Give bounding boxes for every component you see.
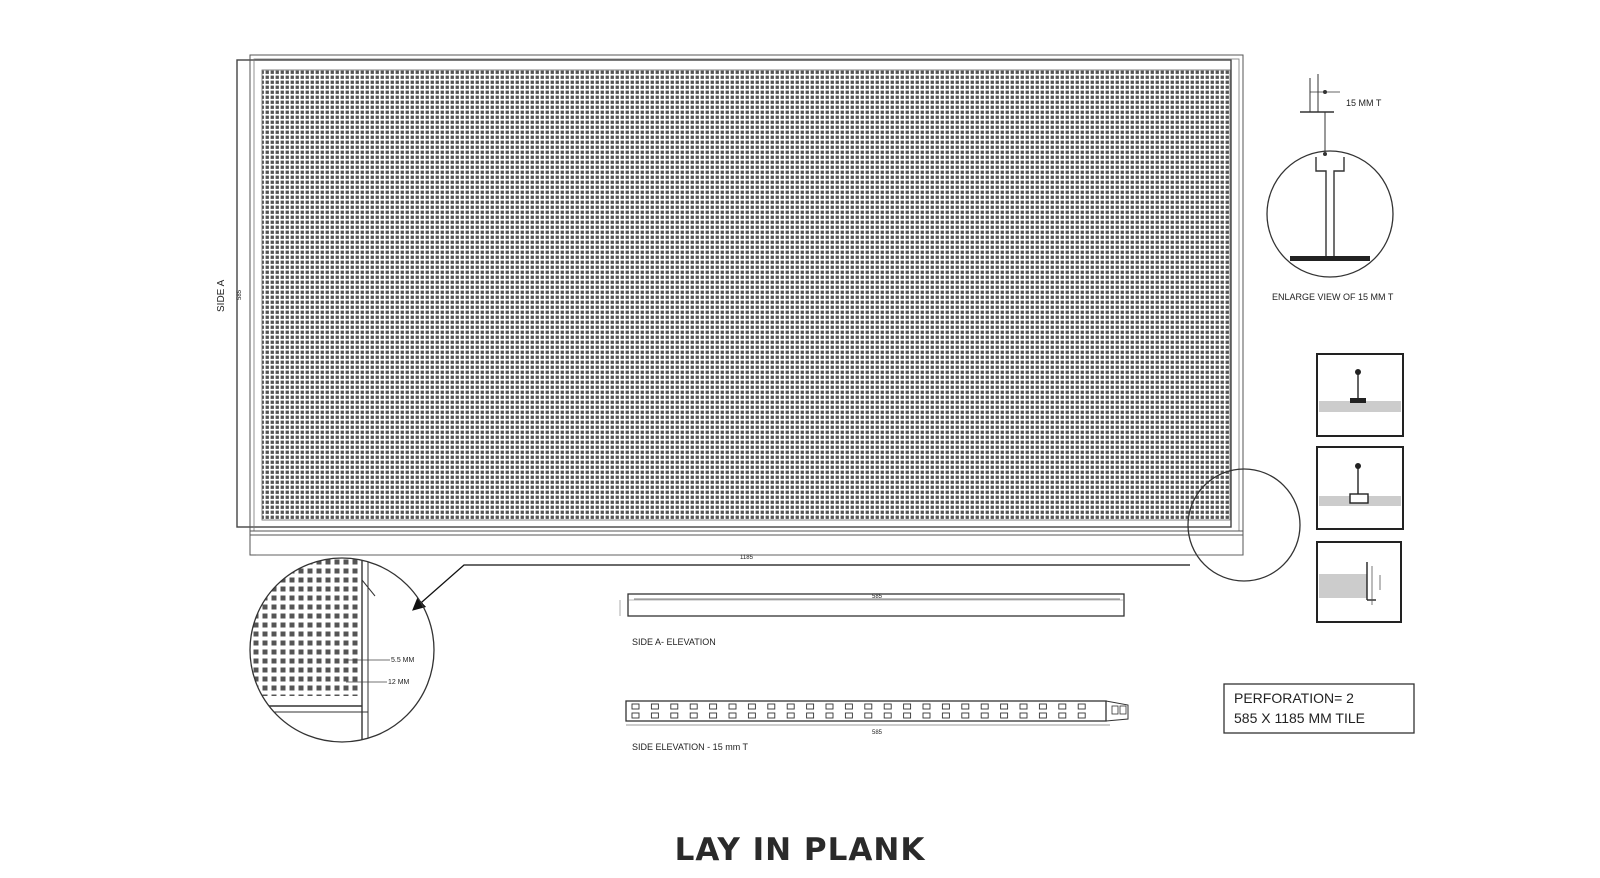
elevation-slot: [689, 703, 698, 710]
elevation-a-label: SIDE A- ELEVATION: [632, 637, 716, 647]
elevation-slot: [1058, 703, 1067, 710]
page-caption: LAY IN PLANK: [674, 832, 926, 868]
edge-detail-1: [1316, 353, 1404, 437]
elevation-slot: [767, 712, 776, 719]
edge-detail-3: [1316, 541, 1402, 623]
side-a-label: SIDE A: [216, 279, 227, 312]
corner-callout-circle: [1187, 468, 1301, 582]
elevation-slot: [1000, 712, 1009, 719]
side-elevation-15mm: [625, 700, 1129, 726]
enlarge-spec-label: 15 MM T: [1346, 98, 1382, 108]
elevation-slot: [844, 712, 853, 719]
elevation-slot: [786, 712, 795, 719]
elevation-slot: [922, 703, 931, 710]
elevation-slot: [767, 703, 776, 710]
elevation-slot: [922, 712, 931, 719]
elevation-slot: [709, 712, 718, 719]
elevation-slot: [786, 703, 795, 710]
corner-detail: [249, 557, 435, 743]
side-a-dimension: 585: [237, 289, 243, 300]
enlarge-view-caption: ENLARGE VIEW OF 15 MM T: [1272, 292, 1394, 302]
detail-dimension-5-5mm: 5.5 MM: [391, 657, 415, 664]
elevation-slot: [806, 712, 815, 719]
elevation-slot: [1038, 712, 1047, 719]
spec-perforation: PERFORATION= 2: [1234, 690, 1354, 706]
elevation-b-dimension: 585: [872, 730, 883, 736]
elevation-slot: [709, 703, 718, 710]
elevation-slot: [825, 703, 834, 710]
elevation-slot: [1058, 712, 1067, 719]
elevation-slot: [844, 703, 853, 710]
elevation-slot-row: [631, 703, 1086, 719]
elevation-slot: [631, 703, 640, 710]
elevation-slot: [806, 703, 815, 710]
spec-tile-size: 585 X 1185 MM TILE: [1234, 710, 1365, 726]
elevation-slot: [1019, 703, 1028, 710]
elevation-slot: [825, 712, 834, 719]
elevation-slot: [1000, 703, 1009, 710]
elevation-slot: [670, 703, 679, 710]
elevation-slot: [903, 712, 912, 719]
elevation-slot: [864, 712, 873, 719]
elevation-slot: [941, 712, 950, 719]
perforation-field: [261, 69, 1231, 521]
elevation-slot: [1038, 703, 1047, 710]
specification-box: [1223, 683, 1415, 734]
side-a-elevation: [619, 593, 1125, 617]
elevation-slot: [728, 712, 737, 719]
elevation-slot: [650, 703, 659, 710]
t-bar-enlarged-circle: [1266, 150, 1394, 278]
elevation-slot: [1077, 712, 1086, 719]
elevation-slot: [961, 712, 970, 719]
edge-detail-2: [1316, 446, 1404, 530]
elevation-slot: [747, 712, 756, 719]
elevation-slot: [980, 703, 989, 710]
elevation-slot: [1077, 703, 1086, 710]
elevation-b-label: SIDE ELEVATION - 15 mm T: [632, 742, 749, 752]
t-bar-profile-small: [1300, 74, 1340, 156]
elevation-slot: [961, 703, 970, 710]
elevation-slot: [941, 703, 950, 710]
elevation-slot: [728, 703, 737, 710]
bottom-dimension: 1185: [740, 555, 754, 561]
detail-dimension-12mm: 12 MM: [388, 679, 410, 686]
elevation-a-dimension: 585: [872, 594, 883, 600]
callout-leader-line: [412, 564, 1190, 611]
elevation-slot: [689, 712, 698, 719]
elevation-slot: [883, 712, 892, 719]
elevation-slot: [903, 703, 912, 710]
elevation-slot: [670, 712, 679, 719]
elevation-slot: [883, 703, 892, 710]
elevation-slot: [747, 703, 756, 710]
main-panel: [236, 54, 1244, 556]
elevation-slot: [864, 703, 873, 710]
elevation-slot: [631, 712, 640, 719]
elevation-slot: [980, 712, 989, 719]
elevation-slot: [1019, 712, 1028, 719]
elevation-slot: [650, 712, 659, 719]
